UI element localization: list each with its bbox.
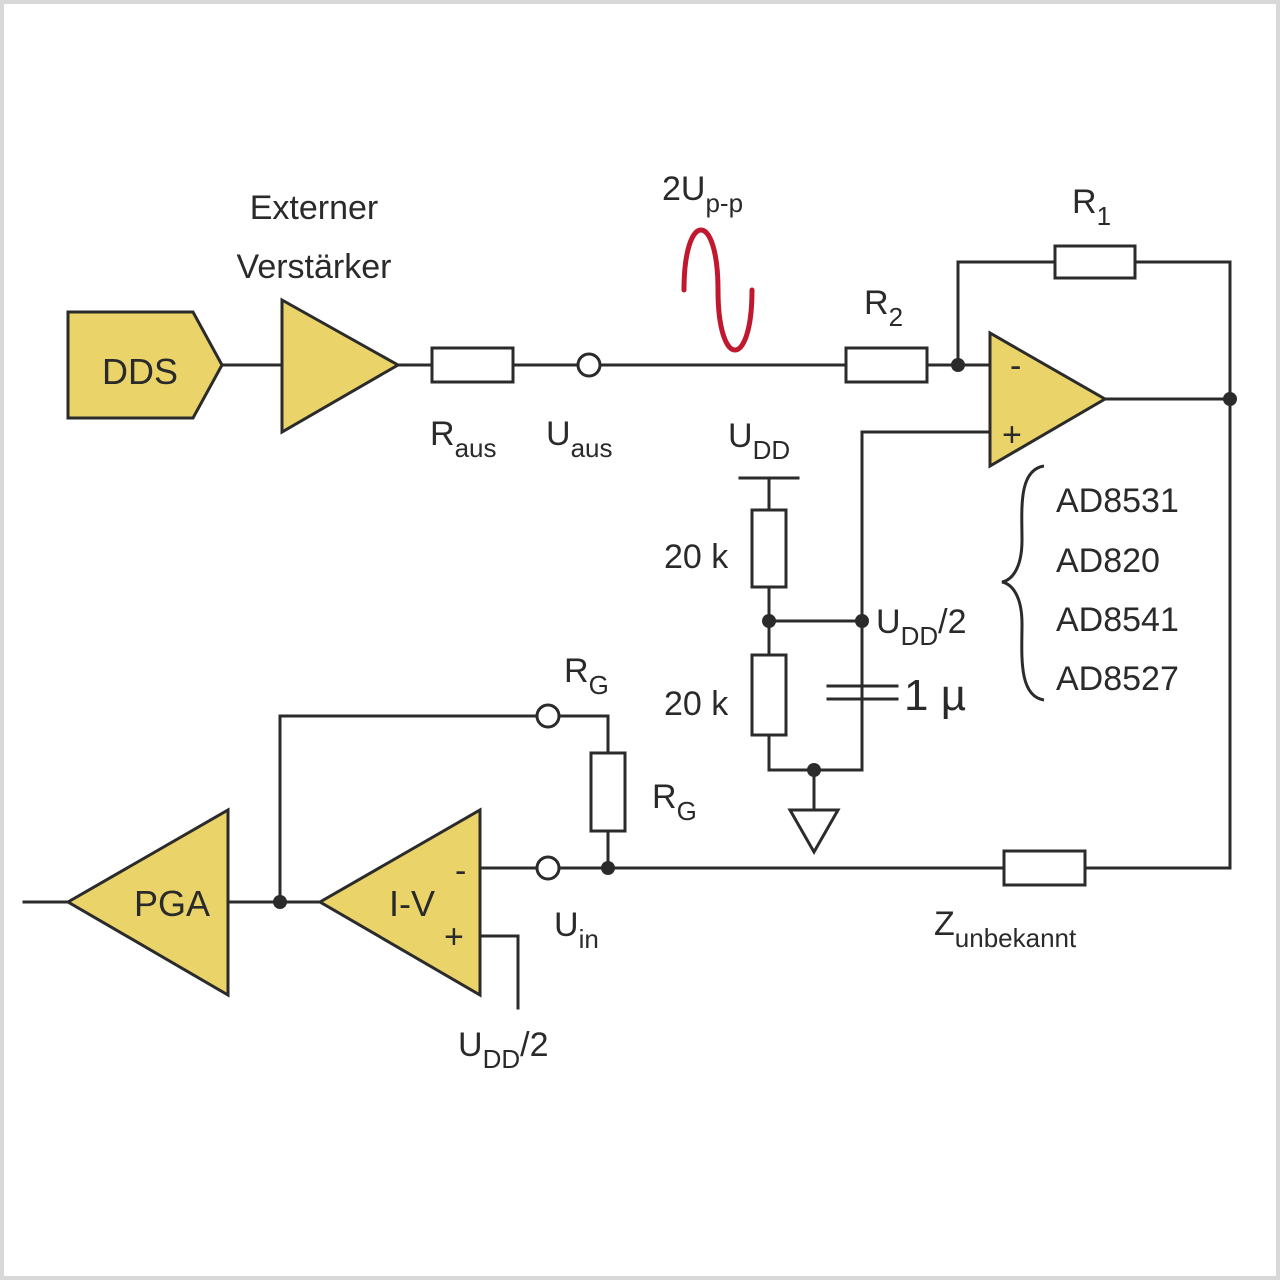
- cap-label: 1 µ: [904, 671, 966, 720]
- opamp-options-list: AD8531 AD820 AD8541 AD8527: [1056, 482, 1179, 698]
- resistor-20k-bottom: [750, 653, 788, 737]
- sine-wave-icon: [681, 227, 755, 353]
- opamp-option: AD8531: [1056, 482, 1179, 520]
- iv-minus-label: -: [455, 852, 466, 890]
- resistor-20k-top: [750, 508, 788, 589]
- resistor-rg: [589, 751, 627, 833]
- udd2-bias-label: UDD/2: [876, 603, 966, 651]
- impedance-z-unknown: [1002, 849, 1087, 887]
- signal-amplitude-label: 2Up-p: [662, 170, 743, 218]
- ext-amp-label-line2: Verstärker: [237, 248, 392, 286]
- iv-converter: I-V - +: [317, 807, 482, 998]
- z-unknown-label: Zunbekannt: [934, 905, 1077, 953]
- pga-label: PGA: [134, 883, 210, 924]
- ext-amp-label-line1: Externer: [250, 189, 379, 227]
- r1-label: R1: [1072, 183, 1111, 231]
- r2-label: R2: [864, 284, 903, 332]
- iv-label: I-V: [389, 883, 435, 924]
- dds-block: DDS: [66, 310, 224, 420]
- iv-udd2-label: UDD/2: [458, 1026, 548, 1074]
- udd-label: UDD: [728, 417, 790, 465]
- resistor-r-aus: [430, 346, 515, 384]
- iv-plus-label: +: [444, 918, 464, 956]
- pga-block: PGA: [65, 807, 230, 998]
- r-aus-label: Raus: [430, 415, 496, 463]
- ground-icon: [787, 808, 841, 856]
- terminal-rg: [535, 703, 561, 729]
- res-20k-bottom-label: 20 k: [664, 685, 729, 723]
- external-amplifier: [280, 297, 402, 435]
- junction-dots: [273, 358, 1237, 909]
- capacitor-1u: [826, 684, 899, 701]
- brace-icon: [1001, 464, 1045, 702]
- opamp-option: AD8527: [1056, 660, 1179, 698]
- resistor-r1: [1053, 244, 1137, 280]
- wires: [22, 260, 1232, 1010]
- resistor-r2: [844, 346, 929, 384]
- dds-label: DDS: [102, 351, 178, 392]
- rg-side-label: RG: [652, 778, 697, 826]
- u-aus-label: Uaus: [546, 415, 612, 463]
- opamp: - +: [988, 330, 1108, 469]
- opamp-option: AD820: [1056, 542, 1160, 580]
- opamp-minus-label: -: [1010, 347, 1021, 385]
- opamp-plus-label: +: [1002, 416, 1022, 454]
- opamp-option: AD8541: [1056, 601, 1179, 639]
- u-in-label: Uin: [554, 906, 599, 954]
- terminal-u-aus: [576, 352, 602, 378]
- res-20k-top-label: 20 k: [664, 538, 729, 576]
- rg-top-label: RG: [564, 652, 609, 700]
- terminal-u-in: [535, 855, 561, 881]
